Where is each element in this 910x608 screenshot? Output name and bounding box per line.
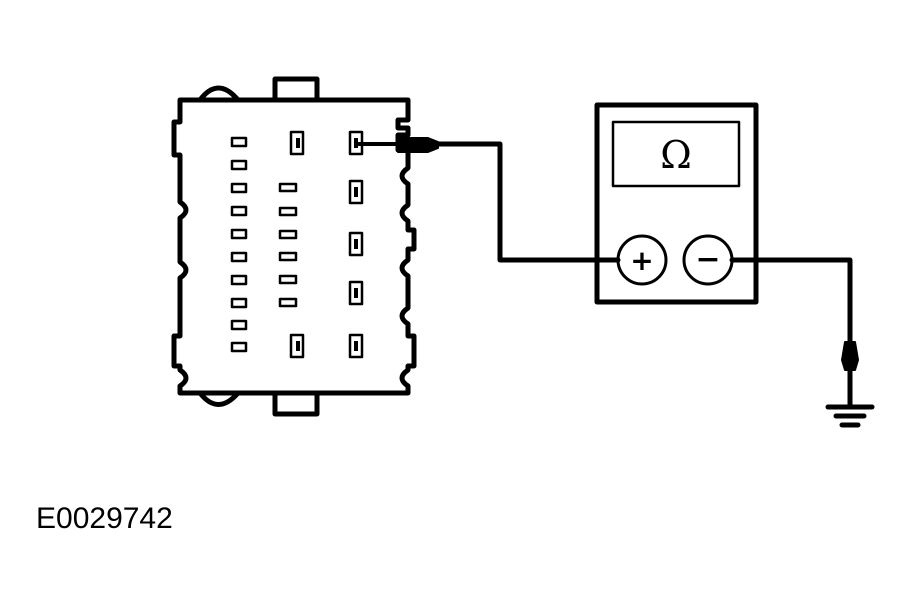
connector-pin-column-left [230,136,248,353]
probe-icon [354,137,439,153]
meter-body [594,102,759,305]
connector-pin [278,182,298,193]
connector-top-left-bump [197,85,241,103]
connector-bottom-left-bump [197,390,241,407]
connector-pin [278,251,298,262]
ground-probe-icon [841,341,859,408]
meter-positive-label: + [630,244,653,277]
connector-pin [278,229,298,240]
connector-pin-large [348,333,364,359]
connector-face-icon [171,76,417,417]
meter-negative-label: − [695,242,720,277]
connector-pin [278,297,298,308]
connector-pin-large [289,130,305,156]
connector-pin [230,136,248,148]
ground-probe-body [841,341,859,371]
connector-pin-inner-marks-right [354,138,358,351]
figure-id: E0029742 [36,502,173,535]
connector-pin [230,297,248,309]
meter-positive-terminal [616,234,668,286]
meter-display [611,120,741,188]
connector-pin [230,341,248,353]
positive-lead-wire [435,141,621,263]
connector-pin [230,251,248,263]
negative-lead-wire [729,257,853,345]
connector-body [171,97,417,396]
connector-pin [230,228,248,240]
connector-pin [230,159,248,171]
connector-pin-inner-marks [296,138,300,351]
connector-top-latch [272,76,320,103]
connector-pin-column-middle [278,130,305,359]
connector-pin [278,274,298,285]
probe-body [397,137,439,153]
connector-pin-large [348,179,364,205]
connector-pin [230,319,248,331]
connector-pin-large [289,333,305,359]
connector-pin [278,206,298,217]
connector-pin-large [348,280,364,306]
connector-pin-large [348,231,364,257]
connector-pin [230,205,248,217]
connector-bottom-latch [272,390,320,417]
connector-pin [230,182,248,194]
ohmmeter-icon [594,102,759,305]
connector-pin [230,274,248,286]
meter-display-symbol: Ω [660,133,692,177]
ground-icon [825,404,875,428]
